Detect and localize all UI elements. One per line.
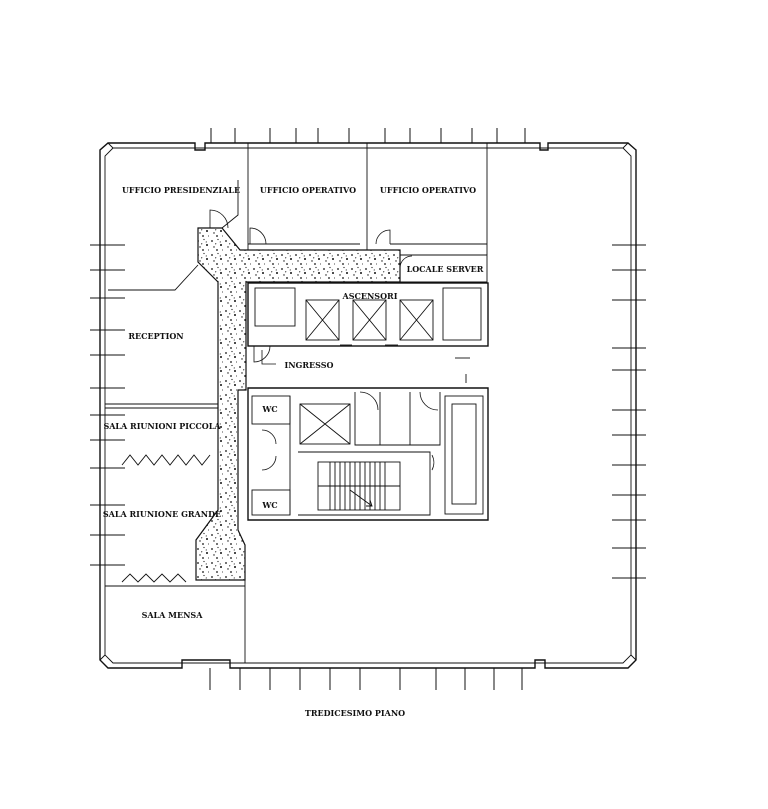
label-ufficio-operativo-1: UFFICIO OPERATIVO xyxy=(260,185,356,195)
corridor-terrazzo xyxy=(195,227,401,581)
elevator-core xyxy=(247,282,489,383)
folding-partition-upper xyxy=(121,454,211,466)
label-ufficio-presidenziale: UFFICIO PRESIDENZIALE xyxy=(122,185,240,195)
label-sala-riunione-grande: SALA RIUNIONE GRANDE xyxy=(103,509,221,519)
door-swings xyxy=(209,209,439,471)
service-core xyxy=(247,387,489,521)
window-ticks-bottom xyxy=(209,668,523,690)
staircase xyxy=(318,462,400,510)
window-ticks-top xyxy=(210,128,526,143)
top-office-walls xyxy=(247,143,488,283)
label-wc-1: WC xyxy=(261,404,277,414)
folding-partition-lower xyxy=(121,573,187,583)
label-sala-riunioni-piccola: SALA RIUNIONI PICCOLA xyxy=(103,421,221,431)
label-reception: RECEPTION xyxy=(128,331,183,341)
label-ascensori: ASCENSORI xyxy=(342,291,398,301)
floor-title: TREDICESIMO PIANO xyxy=(305,708,405,718)
label-wc-2: WC xyxy=(261,500,277,510)
window-ticks-right xyxy=(612,244,646,579)
window-ticks-left xyxy=(90,244,125,566)
label-locale-server: LOCALE SERVER xyxy=(407,264,484,274)
label-ingresso: INGRESSO xyxy=(285,360,334,370)
label-sala-mensa: SALA MENSA xyxy=(142,610,204,620)
left-room-walls xyxy=(105,180,246,663)
label-ufficio-operativo-2: UFFICIO OPERATIVO xyxy=(380,185,476,195)
outer-walls xyxy=(99,142,637,669)
